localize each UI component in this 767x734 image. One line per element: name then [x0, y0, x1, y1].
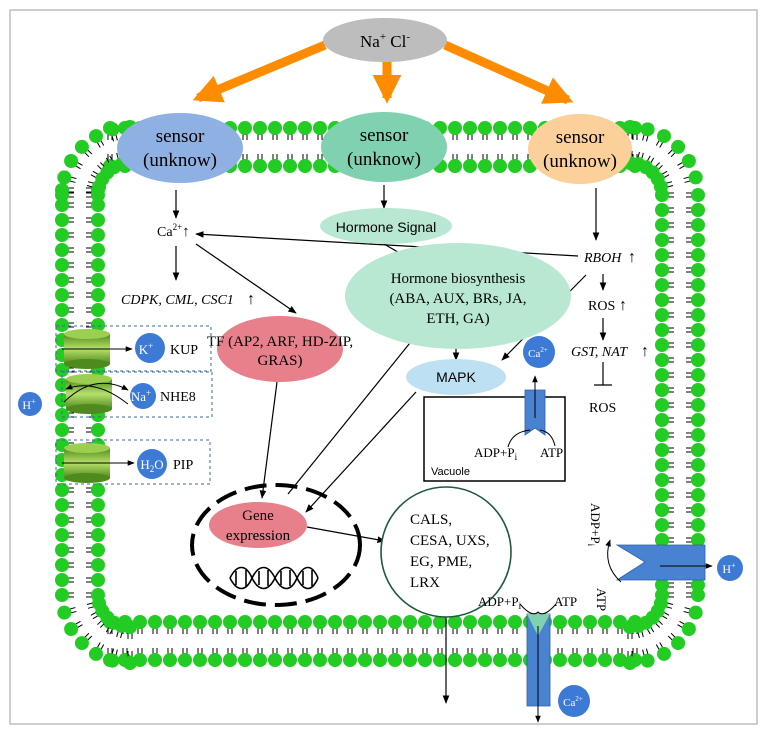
svg-text:GST, NAT: GST, NAT	[571, 345, 628, 360]
sensor-left: sensor (unknow)	[117, 113, 243, 183]
svg-text:↑: ↑	[247, 291, 255, 308]
calcium-increase: Ca2+↑	[157, 222, 190, 240]
svg-text:H+: H+	[22, 397, 36, 412]
svg-text:sensor: sensor	[156, 126, 205, 147]
svg-text:Ca2+: Ca2+	[563, 695, 583, 709]
svg-text:↑: ↑	[619, 297, 627, 314]
cell-wall-genes: CALS, CESA, UXS, EG, PME, LRX	[380, 486, 512, 618]
svg-text:ADP+Pi: ADP+Pi	[474, 445, 518, 462]
svg-text:LRX: LRX	[410, 575, 440, 591]
svg-text:Hormone Signal: Hormone Signal	[336, 219, 436, 235]
svg-text:EG, PME,: EG, PME,	[410, 554, 472, 570]
proton-pump-right: H+ ADP+Pi ATP	[586, 503, 743, 611]
svg-text:Hormone biosynthesis: Hormone biosynthesis	[391, 271, 526, 287]
svg-text:GRAS): GRAS)	[257, 353, 302, 369]
svg-text:Gene: Gene	[242, 508, 274, 524]
dna-icon	[229, 566, 319, 590]
ros-pathway: RBOH ↑ ROS ↑ GST, NAT ↑ ROS	[571, 249, 649, 416]
calcium-pump-bottom: ADP+Pi ATP Ca2+	[478, 594, 590, 723]
sensor-right: sensor (unknow)	[528, 114, 632, 184]
svg-text:↑: ↑	[628, 249, 636, 266]
svg-text:(ABA, AUX, BRs, JA,: (ABA, AUX, BRs, JA,	[389, 291, 526, 307]
svg-text:expression: expression	[226, 528, 291, 544]
mapk-node: MAPK	[406, 359, 506, 395]
proton-outside-left: H+	[18, 392, 42, 416]
svg-text:Ca2+: Ca2+	[528, 346, 548, 360]
svg-text:Vacuole: Vacuole	[431, 466, 470, 478]
hormone-signal-node: Hormone Signal	[320, 208, 452, 244]
svg-text:Ca2+↑: Ca2+↑	[157, 222, 190, 240]
svg-text:RBOH: RBOH	[583, 251, 622, 266]
svg-text:ROS: ROS	[588, 299, 615, 314]
svg-text:↑: ↑	[641, 343, 649, 360]
svg-text:H+: H+	[722, 561, 736, 576]
svg-text:PIP: PIP	[173, 458, 193, 473]
svg-text:CESA, UXS,: CESA, UXS,	[410, 533, 490, 549]
svg-text:NHE8: NHE8	[160, 390, 196, 405]
svg-text:CALS,: CALS,	[410, 512, 452, 528]
svg-text:Na+ Cl-: Na+ Cl-	[360, 31, 410, 51]
transporter-pip: H2O PIP	[55, 439, 211, 485]
cdpk-cml-csc1: CDPK, CML, CSC1 ↑	[121, 291, 255, 308]
svg-text:ATP: ATP	[554, 594, 577, 609]
nucleus: Gene expression	[190, 483, 362, 607]
svg-text:Na+: Na+	[131, 388, 151, 404]
stimulus-arrows	[192, 40, 574, 105]
vacuole: Vacuole Ca2+ ADP+Pi ATP	[423, 336, 566, 482]
nacl-stimulus: Na+ Cl-	[323, 18, 447, 62]
svg-text:sensor: sensor	[556, 127, 605, 148]
svg-text:(unknow): (unknow)	[543, 151, 617, 172]
transporter-kup: K+ KUP	[55, 325, 212, 372]
transporter-nhe8: Na+ NHE8	[61, 371, 213, 418]
svg-text:ADP+Pi: ADP+Pi	[478, 594, 522, 611]
svg-text:(unknow): (unknow)	[143, 150, 217, 171]
svg-text:ATP: ATP	[594, 588, 609, 611]
svg-text:ATP: ATP	[540, 445, 563, 460]
svg-text:KUP: KUP	[170, 343, 198, 358]
sensor-middle: sensor (unknow)	[321, 112, 447, 182]
svg-text:MAPK: MAPK	[436, 369, 476, 385]
svg-text:sensor: sensor	[360, 125, 409, 146]
svg-text:ROS: ROS	[589, 401, 616, 416]
svg-text:(unknow): (unknow)	[347, 149, 421, 170]
svg-text:ETH, GA): ETH, GA)	[426, 311, 489, 327]
svg-text:H2O: H2O	[140, 457, 163, 474]
svg-text:K+: K+	[139, 341, 153, 357]
svg-text:CDPK, CML, CSC1: CDPK, CML, CSC1	[121, 293, 234, 308]
hormone-biosynthesis-node: Hormone biosynthesis (ABA, AUX, BRs, JA,…	[345, 243, 571, 349]
svg-text:TF (AP2, ARF, HD-ZIP,: TF (AP2, ARF, HD-ZIP,	[207, 334, 353, 350]
transcription-factors-node: TF (AP2, ARF, HD-ZIP, GRAS)	[207, 316, 353, 382]
svg-text:ADP+Pi: ADP+Pi	[586, 503, 603, 547]
